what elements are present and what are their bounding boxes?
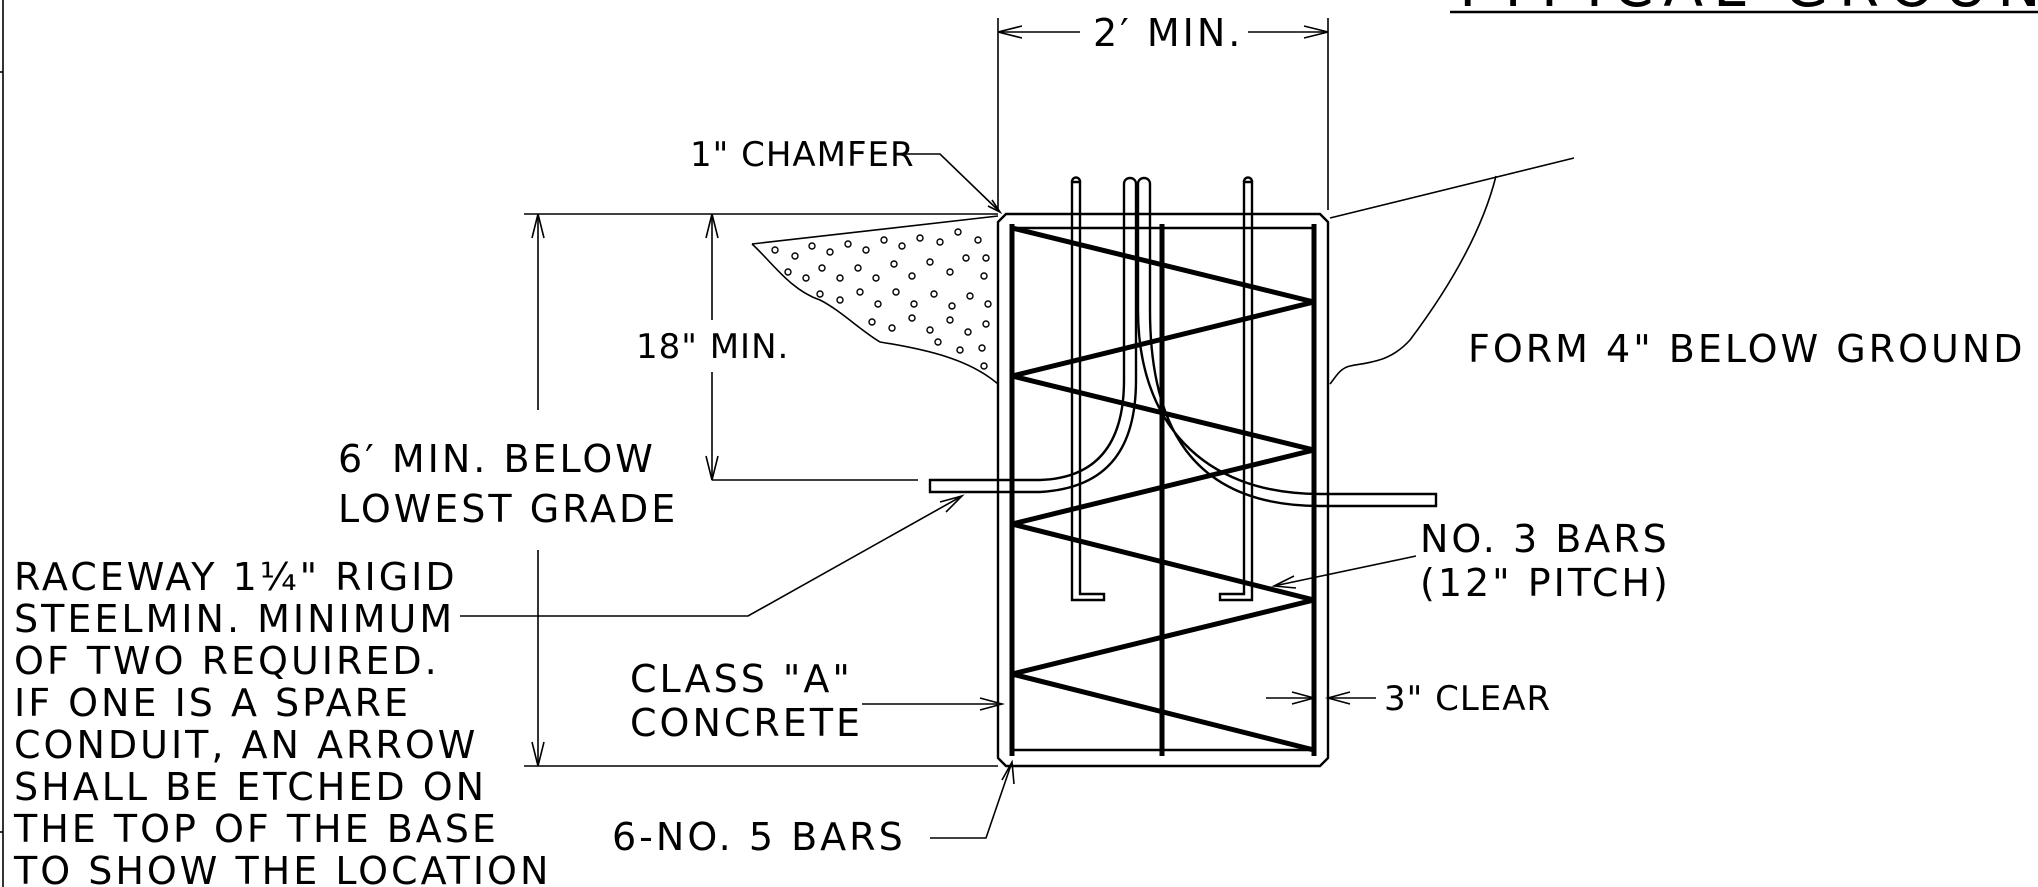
chamfer-callout: 1" CHAMFER — [690, 135, 1003, 215]
vertical-bars — [1009, 224, 1317, 756]
no3-bars-callout: NO. 3 BARS (12" PITCH) — [1271, 517, 1671, 605]
depth-18-label: 18" MIN. — [636, 327, 789, 367]
raceway-note-line2: STEELMIN. MINIMUM — [14, 597, 455, 641]
no5-bars-callout: 6-NO. 5 BARS — [612, 759, 1015, 859]
ground-line-left — [751, 215, 999, 245]
ground-profile-right — [1329, 175, 1497, 385]
clear-label: 3" CLEAR — [1384, 679, 1551, 719]
no5-bars-label: 6-NO. 5 BARS — [612, 815, 906, 859]
no3-bars-label-line2: (12" PITCH) — [1420, 561, 1671, 605]
depth-6ft-label-line2: LOWEST GRADE — [338, 487, 678, 531]
concrete-callout: CLASS "A" CONCRETE — [630, 657, 1006, 745]
raceway-conduits — [928, 176, 1438, 508]
width-dimension: 2′ MIN. — [997, 11, 1329, 210]
depth-18-dimension: 18" MIN. — [636, 213, 998, 481]
clear-callout: 3" CLEAR — [1266, 679, 1551, 719]
raceway-note-line4: IF ONE IS A SPARE — [14, 681, 411, 725]
raceway-note-line5: CONDUIT, AN ARROW — [14, 723, 478, 767]
chamfer-label: 1" CHAMFER — [690, 135, 915, 175]
raceway-note: RACEWAY 1¼" RIGID STEELMIN. MINIMUM OF T… — [13, 494, 965, 887]
soil-area — [751, 243, 999, 385]
form-note: FORM 4" BELOW GROUND — [1468, 327, 2026, 371]
raceway-note-line7: THE TOP OF THE BASE — [13, 807, 499, 851]
foundation-outline — [996, 212, 1330, 768]
spiral-bars — [1011, 225, 1315, 753]
raceway-note-line1: RACEWAY 1¼" RIGID — [14, 555, 458, 599]
soil-dots — [771, 228, 992, 370]
drawing-title: TYPICAL GROUND — [1449, 0, 2038, 20]
concrete-label-line1: CLASS "A" — [630, 657, 853, 701]
ground-line-right — [1329, 157, 1575, 219]
no3-bars-label-line1: NO. 3 BARS — [1420, 517, 1670, 561]
width-dimension-label: 2′ MIN. — [1093, 11, 1243, 55]
raceway-note-line8: TO SHOW THE LOCATION — [13, 849, 551, 887]
depth-6ft-label-line1: 6′ MIN. BELOW — [338, 437, 656, 481]
raceway-note-line6: SHALL BE ETCHED ON — [14, 765, 487, 809]
concrete-label-line2: CONCRETE — [630, 701, 863, 745]
raceway-note-line3: OF TWO REQUIRED. — [14, 639, 440, 683]
depth-6ft-dimension: 6′ MIN. BELOW LOWEST GRADE — [338, 213, 998, 767]
